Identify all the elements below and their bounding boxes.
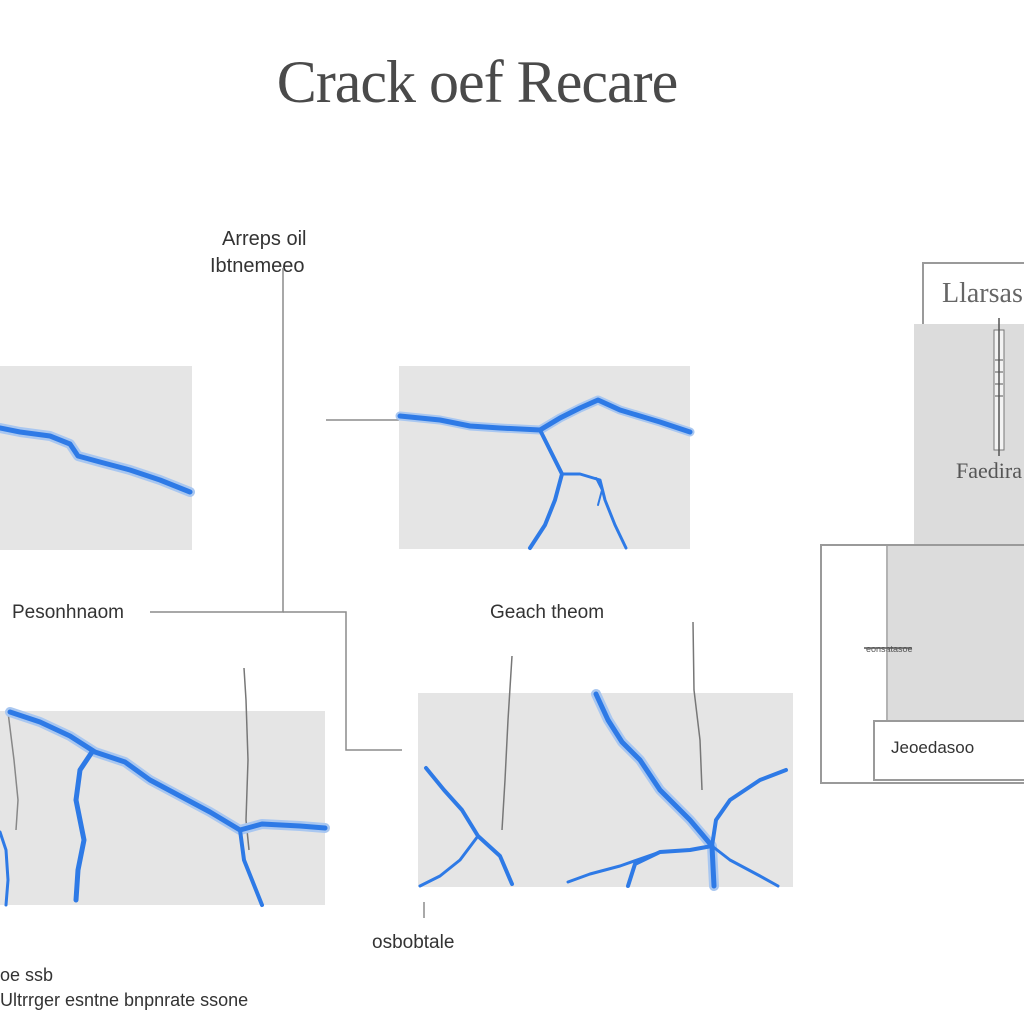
caption-bottom-left-line2: Ultrrger esntne bnpnrate ssone: [0, 990, 249, 1010]
side-panel-marker-label: eonsatasoe: [866, 644, 913, 654]
crack-top-right: [395, 395, 695, 550]
crack-top-left: [0, 423, 195, 497]
probe-line-2: [501, 655, 513, 831]
probe-line-3: [692, 621, 703, 791]
callout-label-bottom-center: osbobtale: [372, 932, 455, 953]
probe-line-4: [7, 711, 19, 831]
side-panel-footer: Jeoedasoo: [891, 738, 975, 757]
side-panel-middle-label: Faedira: [956, 458, 1022, 483]
page-title: Crack oef Recare: [276, 49, 678, 115]
side-panel-lower-fill: [888, 546, 1024, 720]
crack-panel-bottom-left: [0, 711, 325, 905]
side-panel-probe-icon: [993, 318, 1005, 456]
callout-label-mid-left: Pesonhnaom: [12, 602, 124, 623]
side-panel-upper-body: [914, 324, 1024, 544]
crack-bottom-left: [0, 707, 330, 907]
crack-bottom-right: [418, 689, 788, 891]
side-panel-footer-box: Jeoedasoo: [873, 720, 1024, 781]
callout-label-top-line1: Arreps oil: [222, 228, 307, 250]
callout-label-mid-center: Geach theom: [490, 602, 605, 623]
side-panel-header: Llarsas: [942, 278, 1023, 309]
callout-label-top-line2: Ibtnemeeo: [210, 255, 305, 277]
crack-panel-top-right: [399, 366, 690, 549]
caption-bottom-left-line1: oe ssb: [0, 965, 54, 985]
leader-line-mid: [283, 611, 402, 751]
leader-line-top: [150, 268, 284, 613]
